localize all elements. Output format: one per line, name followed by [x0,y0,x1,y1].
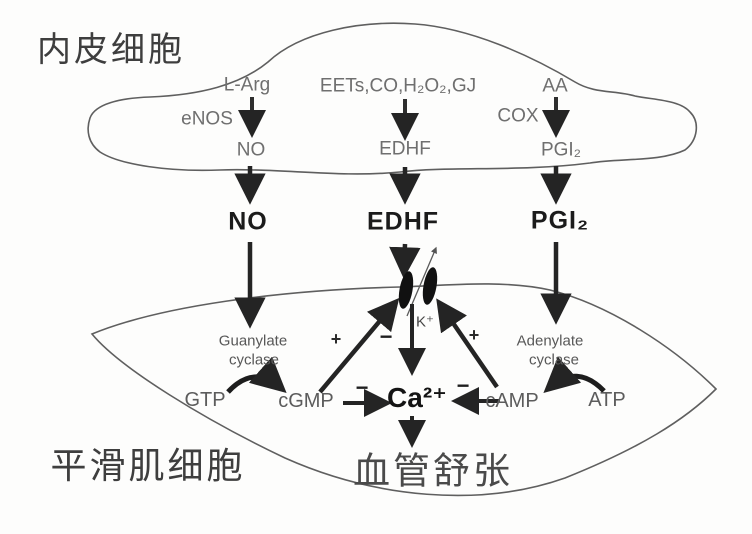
potassium-channel-icon [398,246,438,317]
no-mediator-label: NO [228,207,268,236]
enos-label: eNOS [181,108,233,130]
endothelial-cell-title: 内皮细胞 [37,31,185,69]
smooth-muscle-cell-outline [90,283,718,497]
aa-label: AA [542,75,568,97]
pgi2-mediator-label: PGI₂ [530,206,590,235]
adenylate-cyclase-label-line1: Adenylate [516,332,584,350]
edhf-mediator-label: EDHF [366,207,440,236]
arrow-edhf-to-channel [389,243,421,279]
eets-co-h2o2-gj-label: EETs,CO,H₂O₂,GJ [319,75,477,97]
mediator-arrows [234,166,572,329]
potassium-label: K⁺ [416,313,434,331]
arc-gtp-to-cgmp [226,356,287,394]
no-inner-label: NO [236,139,266,161]
atp-label: ATP [588,389,626,411]
arc-atp-to-camp [543,356,606,393]
smooth-muscle-cell-title: 平滑肌细胞 [50,445,246,486]
gtp-label: GTP [184,389,226,411]
edhf-inner-label: EDHF [379,138,431,160]
camp-label: cAMP [485,390,539,412]
smc-arrows [226,297,606,448]
minus-sign-camp-ca: − [456,373,470,398]
guanylate-cyclase-label-line1: Guanylate [218,332,288,350]
vasodilation-outcome-label: 血管舒张 [353,450,513,492]
l-arg-label: L-Arg [223,74,271,96]
endothelial-arrows [238,97,570,141]
adenylate-cyclase-label-line2: cyclase [528,351,580,369]
arrow-camp-to-channel [436,298,499,389]
plus-sign-cgmp-channel: + [330,329,342,349]
minus-sign-channel-ca: − [379,324,393,349]
pgi2-inner-label: PGI₂ [540,139,582,161]
cgmp-label: cGMP [278,390,334,412]
arrow-cgmp-to-channel [318,297,400,394]
guanylate-cyclase-label-line2: cyclase [228,351,280,369]
endothelial-cell-outline [87,22,698,175]
plus-sign-camp-channel: + [468,325,480,345]
calcium-label: Ca²⁺ [387,382,447,413]
cox-label: COX [497,105,539,127]
minus-sign-cgmp-ca: − [355,375,369,400]
